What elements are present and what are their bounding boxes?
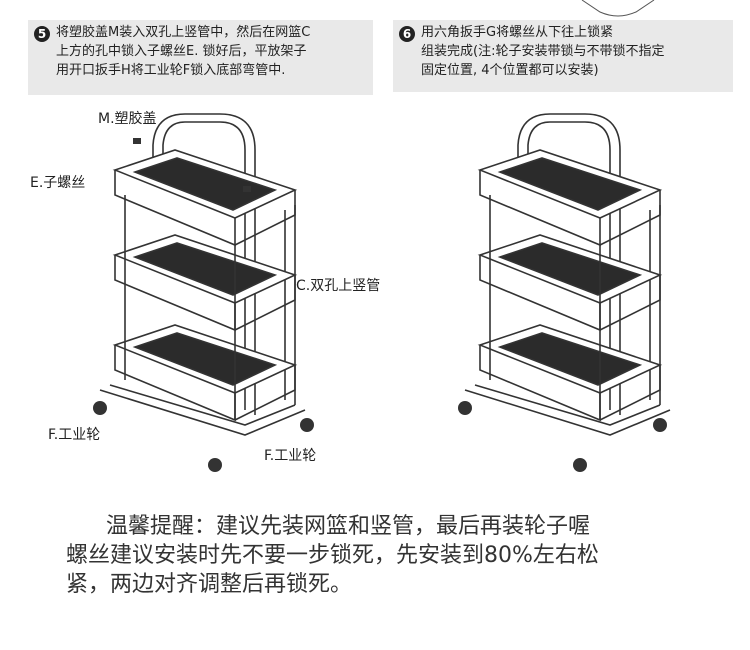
step5-line: 将塑胶盖M装入双孔上竖管中，然后在网篮C bbox=[56, 25, 311, 40]
step5-box: 5 将塑胶盖M装入双孔上竖管中，然后在网篮C 上方的孔中锁入子螺丝E. 锁好后，… bbox=[28, 20, 373, 95]
cart-illustration-step6 bbox=[458, 113, 671, 472]
tip-line: 螺丝建议安装时先不要一步锁死，先安装到80%左右松 bbox=[66, 543, 599, 568]
step5-line: 用开口扳手H将工业轮F锁入底部弯管中. bbox=[56, 63, 286, 78]
step6-box: 6 用六角扳手G将螺丝从下往上锁紧 组装完成(注:轮子安装带锁与不带锁不指定 固… bbox=[393, 20, 733, 92]
tip-line: 紧，两边对齐调整后再锁死。 bbox=[66, 572, 353, 597]
tip-line: 温馨提醒：建议先装网篮和竖管，最后再装轮子喔 bbox=[106, 514, 591, 539]
label-screw: E.子螺丝 bbox=[30, 175, 86, 191]
label-wheel: F.工业轮 bbox=[48, 427, 101, 443]
label-plastic-cap: M.塑胶盖 bbox=[98, 111, 157, 127]
step5-line: 上方的孔中锁入子螺丝E. 锁好后，平放架子 bbox=[56, 44, 307, 59]
step6-line: 组装完成(注:轮子安装带锁与不带锁不指定 bbox=[421, 44, 665, 59]
step6-line: 用六角扳手G将螺丝从下往上锁紧 bbox=[421, 25, 614, 40]
label-upright-tube: C.双孔上竖管 bbox=[296, 278, 381, 294]
previous-step-fragment bbox=[581, 0, 655, 17]
cart-illustration-step5 bbox=[93, 113, 314, 472]
label-wheel: F.工业轮 bbox=[264, 448, 317, 464]
step-number-badge: 6 bbox=[399, 26, 415, 42]
step-number-badge: 5 bbox=[34, 26, 50, 42]
assembly-tip: 温馨提醒：建议先装网篮和竖管，最后再装轮子喔 螺丝建议安装时先不要一步锁死，先安… bbox=[66, 512, 706, 599]
step6-line: 固定位置, 4个位置都可以安装) bbox=[421, 63, 599, 78]
